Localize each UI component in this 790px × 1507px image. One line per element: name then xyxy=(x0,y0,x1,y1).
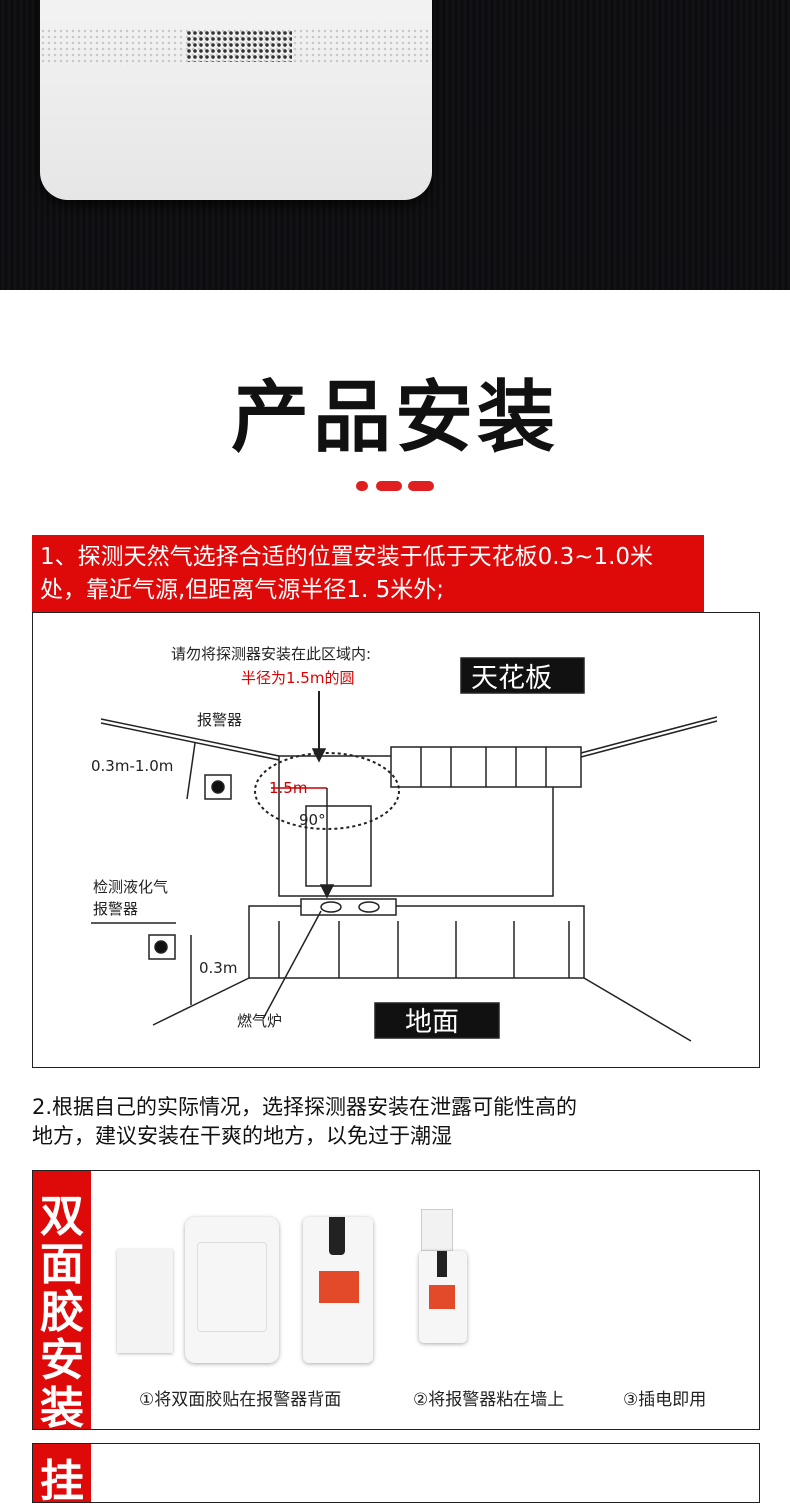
side-char: 胶 xyxy=(40,1287,84,1338)
step2-text: 2.根据自己的实际情况，选择探测器安装在泄露可能性高的 地方，建议安装在干爽的地… xyxy=(32,1093,577,1151)
stove xyxy=(300,898,397,916)
caption-step3: ③插电即用 xyxy=(623,1390,707,1410)
tape-sheet-image xyxy=(117,1249,173,1353)
lpg-alarm-icon xyxy=(148,934,176,960)
plugged-alarm-image xyxy=(419,1251,467,1343)
side-char: 面 xyxy=(40,1239,84,1290)
height-dimension xyxy=(186,742,196,800)
angle-label: 90° xyxy=(299,811,326,829)
height-range-label: 0.3m-1.0m xyxy=(91,757,173,775)
step1-line2: 处，靠近气源,但距离气源半径1. 5米外; xyxy=(40,577,444,603)
next-install-panel: 挂 xyxy=(32,1443,760,1506)
next-side-label: 挂 xyxy=(33,1444,91,1506)
ceiling-label-bg xyxy=(460,657,585,694)
base-cabinet xyxy=(248,905,585,979)
warning-text: 请勿将探测器安装在此区域内: xyxy=(171,645,371,663)
side-char: 双 xyxy=(40,1191,84,1242)
caption-step1: ①将双面胶贴在报警器背面 xyxy=(139,1390,342,1410)
wall-socket-image xyxy=(421,1209,453,1251)
alarm-front-image xyxy=(303,1217,373,1363)
radius-note: 半径为1.5m的圆 xyxy=(241,669,354,687)
floor-line-left xyxy=(152,977,250,1026)
lpg-label-2: 报警器 xyxy=(93,900,138,918)
kitchen-diagram: 请勿将探测器安装在此区域内: 半径为1.5m的圆 天花板 报警器 0.3m-1.… xyxy=(91,645,718,1042)
caption-step2: ②将报警器粘在墙上 xyxy=(413,1390,565,1410)
alarm-label: 报警器 xyxy=(197,711,242,729)
decor-dot xyxy=(356,481,368,491)
range-hood xyxy=(305,805,372,887)
decor-dash xyxy=(376,481,402,491)
ceiling-label: 天花板 xyxy=(471,663,552,694)
tape-install-label: 双 面 胶 安 装 xyxy=(33,1171,91,1433)
step1-banner: 1、探测天然气选择合适的位置安装于低于天花板0.3~1.0米 处，靠近气源,但距… xyxy=(32,535,704,612)
ceiling-line-left xyxy=(100,718,280,757)
step2-line2: 地方，建议安装在干爽的地方，以免过于潮湿 xyxy=(32,1124,452,1148)
floor-label: 地面 xyxy=(405,1007,459,1038)
step1-line1: 1、探测天然气选择合适的位置安装于低于天花板0.3~1.0米 xyxy=(40,544,654,570)
radius-label: 1.5m xyxy=(269,779,307,797)
danger-zone-circle xyxy=(254,752,400,830)
alarm-back-image xyxy=(185,1217,279,1363)
lpg-label-1: 检测液化气 xyxy=(93,878,168,896)
side-char: 安 xyxy=(40,1335,84,1386)
step2-line1: 2.根据自己的实际情况，选择探测器安装在泄露可能性高的 xyxy=(32,1095,578,1119)
ceiling-line-right xyxy=(580,716,718,754)
decor-dash xyxy=(408,481,434,491)
floor-line-right xyxy=(583,977,692,1042)
installation-diagram: 请勿将探测器安装在此区域内: 半径为1.5m的圆 天花板 报警器 0.3m-1.… xyxy=(32,612,760,1068)
section-title: 产品安装 xyxy=(230,373,559,463)
tape-install-panel: 双 面 胶 安 装 ①将双面胶贴在报警器背面 ②将报警器粘在墙上 ③插电即用 xyxy=(32,1170,760,1433)
lpg-height-label: 0.3m xyxy=(199,959,237,977)
floor-label-bg xyxy=(374,1002,500,1039)
stove-label: 燃气炉 xyxy=(237,1012,282,1030)
speaker-grill xyxy=(186,30,292,62)
side-char: 装 xyxy=(40,1383,84,1434)
